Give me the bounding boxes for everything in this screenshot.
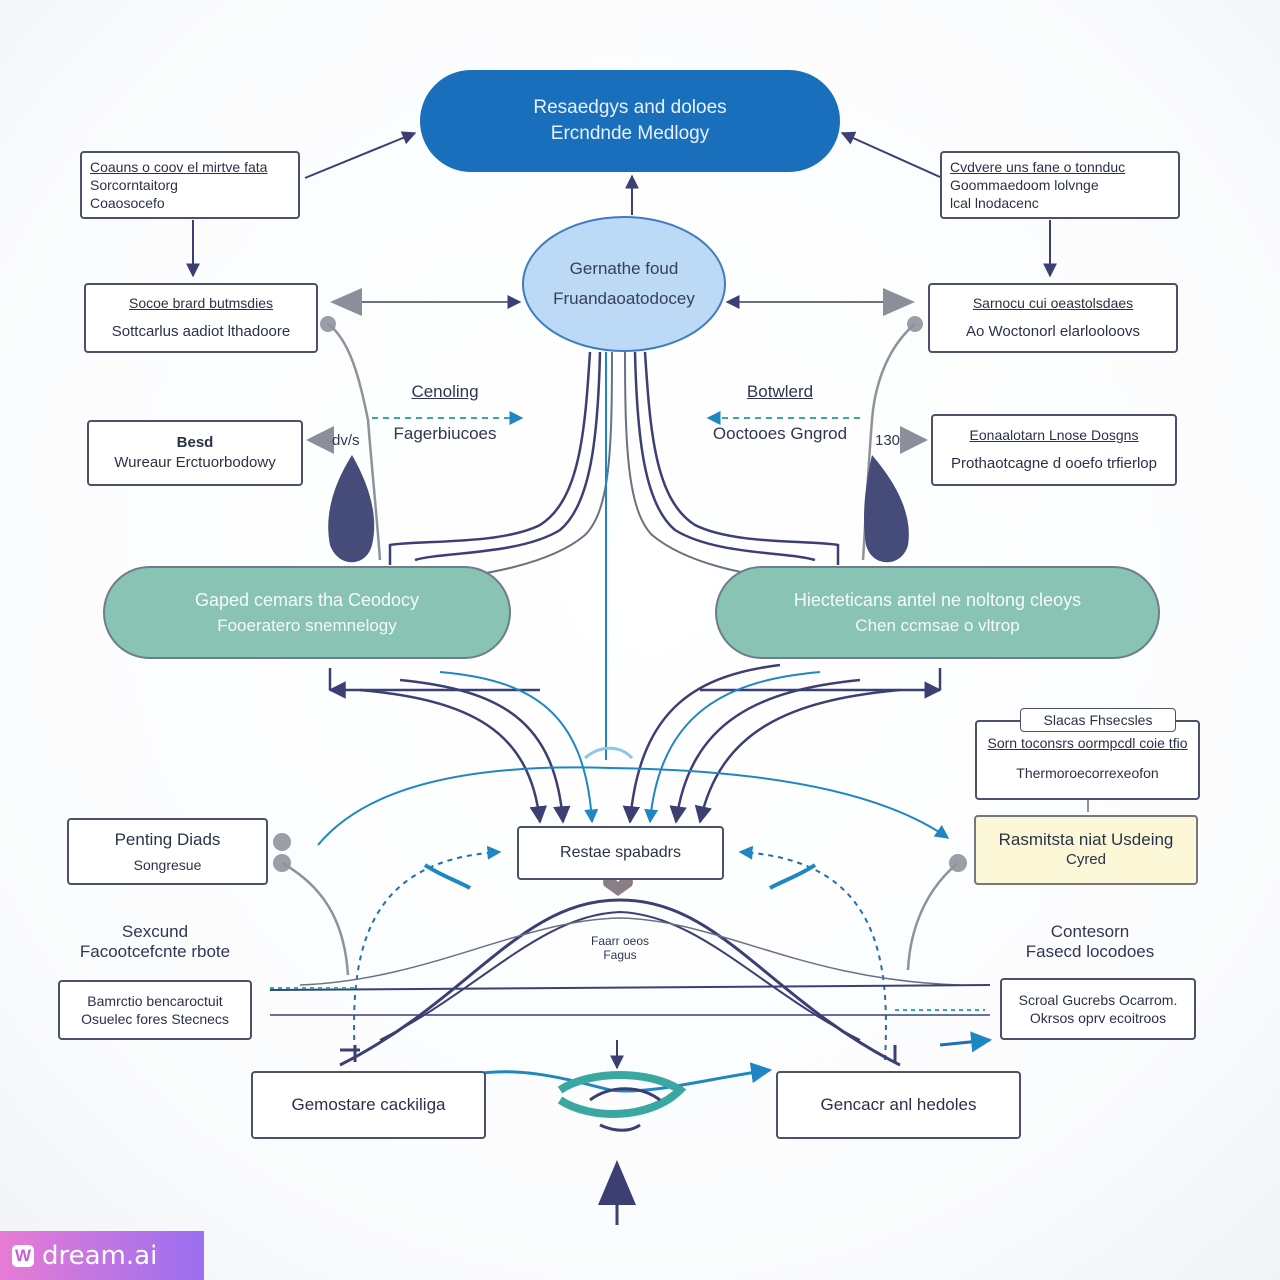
tag-left: dv/s (332, 432, 360, 449)
right-box-4-tab-label: Slacas Fhsecsles (1043, 712, 1153, 728)
left-box-6-line2: Osuelec fores Stecnecs (81, 1011, 229, 1027)
watermark-text: dream.ai (42, 1240, 158, 1271)
right-box-2-line2: Ao Woctonorl elarlooloovs (966, 323, 1140, 340)
tag-right: 130 (875, 432, 901, 449)
connector-left-top (304, 131, 417, 179)
center-ellipse-node[interactable]: Gernathe foud Fruandaoatodocey (522, 216, 726, 352)
center-line2: Fruandaoatodocey (553, 289, 695, 308)
right-box-4-line1: Sorn toconsrs oormpcdl coie tfio (987, 735, 1188, 751)
right-box-3[interactable]: Eonaalotarn Lnose Dosgns Prothaotcagne d… (931, 414, 1177, 486)
arrowhead-left-2 (306, 426, 334, 454)
green-right-line2: Chen ccmsae o vltrop (855, 615, 1020, 635)
drop-left (328, 455, 375, 563)
arrowhead-right (883, 288, 915, 316)
label-right-low: Contesorn Fasecd locodoes (1015, 922, 1165, 962)
bottom-left-line1: Gemostare cackiliga (291, 1095, 446, 1114)
right-box-4-tab[interactable]: Slacas Fhsecsles (1020, 708, 1176, 732)
left-box-2[interactable]: Socoe brard butmsdies Sottcarlus aadiot … (84, 283, 318, 353)
yellow-box[interactable]: Rasmitsta niat Usdeing Cyred (974, 815, 1198, 885)
green-left-line2: Fooeratero snemnelogy (217, 615, 397, 635)
label-right-mid-line1: Botwlerd (746, 382, 814, 401)
green-left-line1: Gaped cemars tha Ceodocy (194, 589, 420, 610)
right-box-2-line1: Sarnocu cui oeastolsdaes (972, 295, 1134, 311)
left-box-6-line1: Bamrctio bencaroctuit (87, 993, 223, 1009)
label-left-low-line2: Facootcefcnte rbote (79, 942, 231, 961)
right-box-4-line2: Thermoroecorrexeofon (1016, 765, 1159, 781)
watermark-badge: W dream.ai (0, 1231, 204, 1280)
right-box-2[interactable]: Sarnocu cui oeastolsdaes Ao Woctonorl el… (928, 283, 1178, 353)
arrowhead-right-2 (900, 426, 928, 454)
left-top-line2: Sorcorntaitorg (90, 177, 178, 193)
arrowhead-left (330, 288, 362, 316)
bottom-right-line1: Gencacr anl hedoles (820, 1095, 977, 1114)
dream-logo-icon: W (12, 1244, 34, 1267)
right-top-line3: lcal lnodacenc (950, 195, 1039, 211)
connector-right-top (840, 131, 941, 178)
yellow-box-line1: Rasmitsta niat Usdeing (998, 830, 1174, 849)
right-box-6-line2: Okrsos oprv ecoitroos (1029, 1010, 1167, 1026)
drop-right (864, 455, 909, 563)
right-box-4[interactable]: Sorn toconsrs oormpcdl coie tfio Thermor… (975, 720, 1200, 800)
right-box-3-line2: Prothaotcagne d ooefo trfierlop (951, 455, 1157, 472)
label-right-mid: Botwlerd Ooctooes Gngrod (710, 382, 850, 444)
left-top-line3: Coaosocefo (90, 195, 165, 211)
left-box-2-line1: Socoe brard butmsdies (129, 295, 273, 311)
green-right-line1: Hiecteticans antel ne noltong cleoys (793, 589, 1082, 610)
left-top-box[interactable]: Coauns o coov el mirtve fata Sorcorntait… (80, 151, 300, 219)
heart-icon (603, 876, 633, 896)
left-box-6[interactable]: Bamrctio bencaroctuit Osuelec fores Stec… (58, 980, 252, 1040)
label-left-low: Sexcund Facootcefcnte rbote (70, 922, 240, 962)
right-box-3-line1: Eonaalotarn Lnose Dosgns (969, 427, 1139, 443)
left-box-3-line1: Besd (176, 434, 214, 451)
top-title-line1: Resaedgys and doloes (533, 97, 727, 118)
label-left-mid: Cenoling Fagerbiucoes (385, 382, 505, 444)
right-top-line1: Cvdvere uns fane o tonnduc (950, 159, 1126, 175)
label-right-low-line2: Fasecd locodoes (1025, 942, 1155, 961)
right-box-6[interactable]: Scroal Gucrebs Ocarrom. Okrsos oprv ecoi… (1000, 978, 1196, 1040)
curve-label-line2: Fagus (603, 948, 637, 962)
curve-label: Faarr oeos Fagus (565, 934, 675, 962)
bottom-left-box[interactable]: Gemostare cackiliga (251, 1071, 486, 1139)
top-title-node[interactable]: Resaedgys and doloes Ercndnde Medlogy (420, 70, 840, 172)
left-box-3[interactable]: Besd Wureaur Erctuorbodowy (87, 420, 303, 486)
label-left-mid-line2: Fagerbiucoes (393, 424, 497, 443)
right-box-6-line1: Scroal Gucrebs Ocarrom. (1018, 992, 1178, 1008)
center-box[interactable]: Restae spabadrs (517, 826, 724, 880)
right-top-box[interactable]: Cvdvere uns fane o tonnduc Goommaedoom l… (940, 151, 1180, 219)
center-line1: Gernathe foud (569, 259, 679, 278)
bottom-right-box[interactable]: Gencacr anl hedoles (776, 1071, 1021, 1139)
label-left-low-line1: Sexcund (121, 922, 189, 941)
left-box-5-line2: Songresue (133, 856, 202, 873)
left-box-5-line1: Penting Diads (114, 829, 221, 849)
label-right-mid-line2: Ooctooes Gngrod (712, 424, 848, 443)
left-box-5[interactable]: Penting Diads Songresue (67, 818, 268, 885)
green-left-node[interactable]: Gaped cemars tha Ceodocy Fooeratero snem… (103, 566, 511, 659)
label-left-mid-line1: Cenoling (411, 382, 479, 401)
label-right-low-line1: Contesorn (1050, 922, 1130, 941)
right-top-line2: Goommaedoom lolvnge (950, 177, 1099, 193)
left-top-line1: Coauns o coov el mirtve fata (90, 159, 268, 175)
left-box-3-line2: Wureaur Erctuorbodowy (114, 454, 276, 471)
top-title-line2: Ercndnde Medlogy (550, 123, 710, 144)
green-right-node[interactable]: Hiecteticans antel ne noltong cleoys Che… (715, 566, 1160, 659)
center-box-line1: Restae spabadrs (560, 844, 681, 861)
curve-label-line1: Faarr oeos (590, 934, 650, 948)
left-box-2-line2: Sottcarlus aadiot lthadoore (111, 323, 291, 340)
yellow-box-line2: Cyred (1065, 851, 1106, 868)
